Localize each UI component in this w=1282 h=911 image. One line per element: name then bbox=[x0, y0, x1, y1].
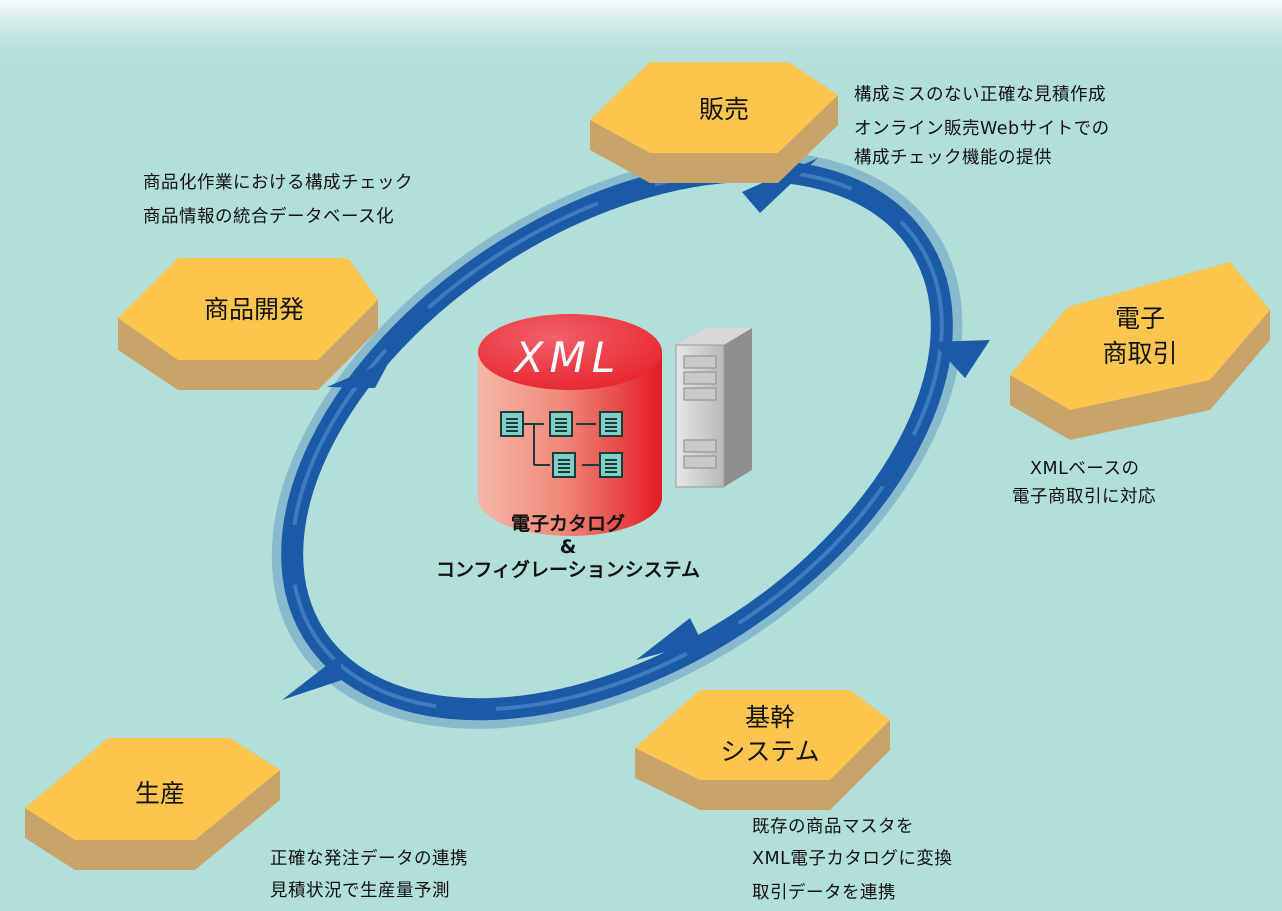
arrowhead-top bbox=[742, 158, 818, 213]
desc-line: 電子商取引に対応 bbox=[1012, 487, 1156, 507]
node-label: 生産 bbox=[135, 779, 185, 808]
hexagon-top bbox=[1010, 262, 1270, 410]
server-side bbox=[724, 328, 752, 487]
top-fade bbox=[0, 0, 1282, 70]
node-label: 販売 bbox=[699, 95, 749, 124]
cylinder-body bbox=[478, 352, 662, 536]
hexagon-top bbox=[635, 690, 890, 780]
desc-line: オンライン販売Webサイトでの bbox=[854, 119, 1110, 139]
center-caption-line2: & bbox=[560, 536, 577, 558]
arrowhead-right bbox=[932, 340, 990, 378]
desc-line: 既存の商品マスタを bbox=[752, 817, 914, 837]
desc-line: 取引データを連携 bbox=[752, 882, 896, 903]
document-icon bbox=[599, 411, 623, 437]
desc-line: 正確な発注データの連携 bbox=[270, 848, 468, 869]
desc-production: 正確な発注データの連携 見積状況で生産量予測 bbox=[270, 848, 468, 901]
desc-line: 構成チェック機能の提供 bbox=[854, 148, 1052, 168]
desc-line: 商品情報の統合データベース化 bbox=[143, 206, 394, 227]
arrowhead-left-bottom bbox=[282, 655, 342, 700]
desc-core: 既存の商品マスタを XML電子カタログに変換 取引データを連携 bbox=[752, 817, 952, 903]
document-icon bbox=[599, 452, 623, 478]
node-product-dev: 商品開発 bbox=[118, 258, 378, 390]
desc-line: 構成ミスのない正確な見積作成 bbox=[854, 85, 1106, 105]
desc-line: XML電子カタログに変換 bbox=[752, 849, 952, 869]
node-production: 生産 bbox=[25, 738, 280, 870]
node-label-line1: 電子 bbox=[1115, 304, 1165, 333]
desc-line: 商品化作業における構成チェック bbox=[143, 173, 413, 193]
node-label-line2: システム bbox=[720, 737, 819, 766]
desc-line: 見積状況で生産量予測 bbox=[270, 881, 450, 901]
desc-product-dev: 商品化作業における構成チェック 商品情報の統合データベース化 bbox=[143, 173, 413, 227]
arrowhead-bottom bbox=[636, 618, 702, 660]
center-caption-line1: 電子カタログ bbox=[511, 512, 625, 535]
cycle-arrow bbox=[271, 151, 990, 729]
arrowhead-left bbox=[327, 360, 390, 388]
desc-ecommerce: XMLベースの 電子商取引に対応 bbox=[1012, 459, 1156, 507]
desc-sales: 構成ミスのない正確な見積作成 オンライン販売Webサイトでの 構成チェック機能の… bbox=[854, 85, 1110, 168]
server-icon bbox=[675, 328, 752, 488]
center-caption-line3: コンフィグレーションシステム bbox=[436, 558, 700, 581]
node-label-line2: 商取引 bbox=[1102, 339, 1177, 368]
hexagon-top bbox=[118, 258, 378, 360]
document-icon bbox=[549, 411, 573, 437]
cylinder-top bbox=[478, 314, 662, 390]
node-core: 基幹 システム bbox=[635, 690, 890, 810]
hexagon-top bbox=[25, 738, 280, 840]
node-label: 商品開発 bbox=[204, 295, 304, 324]
document-icon bbox=[552, 452, 576, 478]
server-top bbox=[676, 328, 752, 345]
tree-connectors bbox=[524, 423, 600, 466]
cylinder-label: XML bbox=[513, 333, 621, 382]
document-icon bbox=[500, 411, 524, 437]
xml-database-icon: XML bbox=[478, 314, 662, 536]
node-sales: 販売 bbox=[590, 62, 838, 183]
desc-line: XMLベースの bbox=[1030, 459, 1139, 479]
hexagon-top bbox=[590, 62, 838, 153]
node-label-line1: 基幹 bbox=[745, 703, 795, 732]
node-ecommerce: 電子 商取引 bbox=[1010, 262, 1270, 440]
